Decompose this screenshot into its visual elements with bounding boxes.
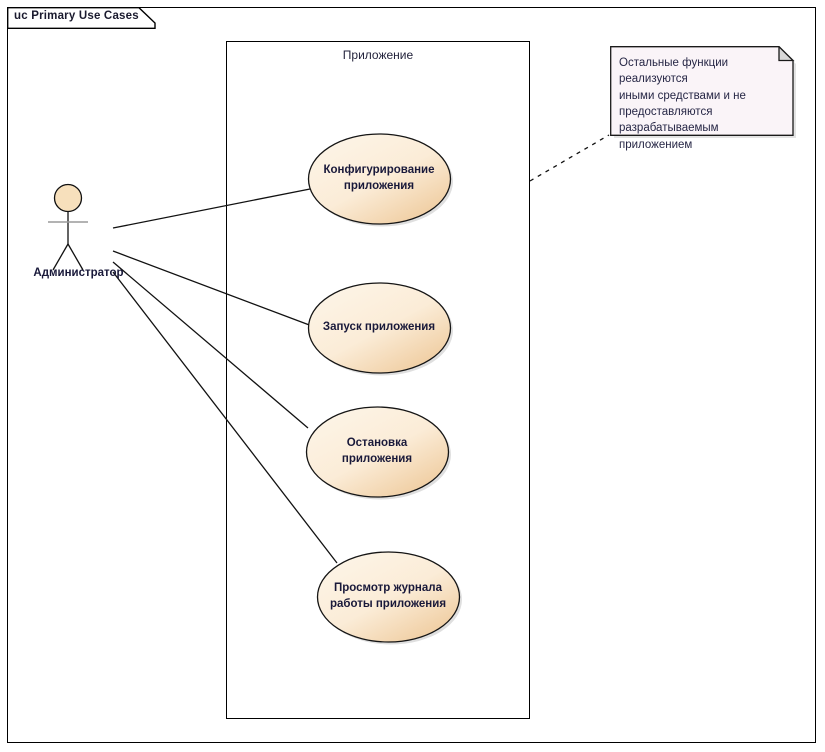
use-case-stop[interactable]: Остановка приложения — [303, 405, 451, 500]
diagram-frame — [7, 7, 816, 743]
system-boundary-label: Приложение — [342, 48, 414, 62]
use-case-start[interactable]: Запуск приложения — [305, 281, 453, 376]
note-line-1: Остальные функции реализуются — [619, 57, 729, 86]
note-box[interactable]: Остальные функции реализуются иными сред… — [610, 46, 796, 151]
diagram-frame-label: uc Primary Use Cases — [14, 10, 139, 22]
note-line-3: предоставляются — [619, 105, 713, 118]
note-line-4: разрабатываемым приложением — [619, 122, 719, 151]
actor-administrator[interactable] — [44, 182, 114, 279]
note-fold-icon — [778, 46, 795, 62]
use-case-configure[interactable]: Конфигурирование приложения — [305, 132, 453, 227]
actor-leg-left — [52, 243, 69, 271]
actor-label-administrator: Администратор — [33, 267, 124, 279]
actor-leg-right — [67, 243, 84, 271]
actor-head-icon — [53, 183, 83, 213]
use-case-view-log[interactable]: Просмотр журнала работы приложения — [314, 550, 462, 645]
diagram-frame-tab — [7, 7, 157, 29]
note-line-2: иными средствами и не — [619, 89, 746, 102]
note-text: Остальные функции реализуются иными сред… — [619, 55, 789, 153]
